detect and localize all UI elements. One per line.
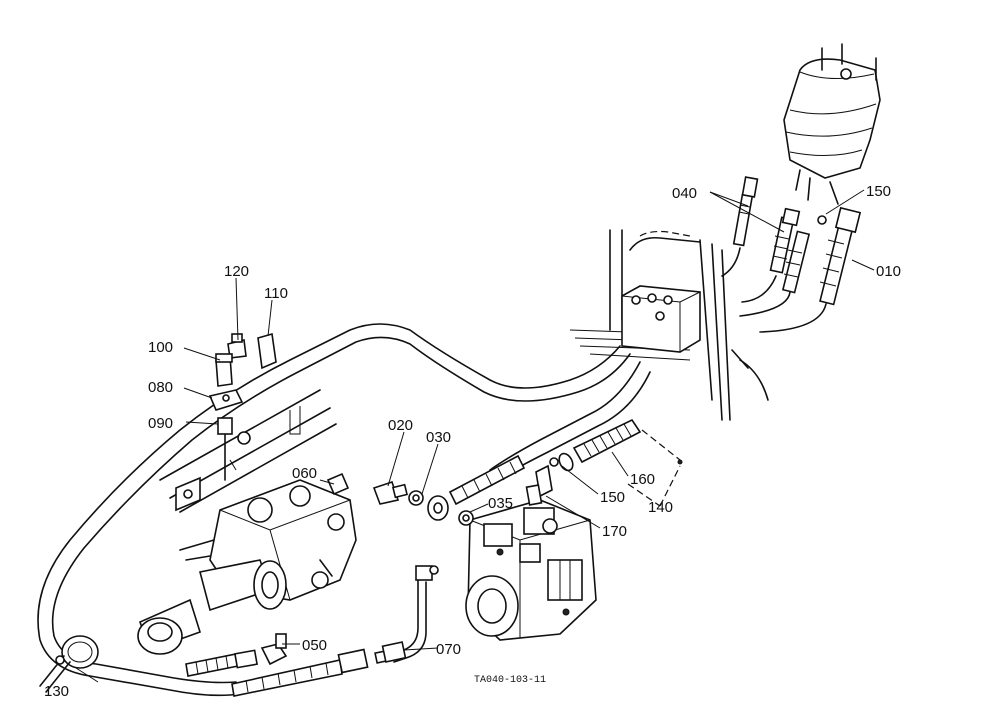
- hose-assembly-140: [525, 418, 683, 506]
- callout-050: 050: [302, 637, 327, 654]
- main-hydraulic-line: [37, 323, 651, 697]
- injection-pump: [465, 499, 597, 641]
- callout-080: 080: [148, 379, 173, 396]
- callout-150-upper: 150: [866, 183, 891, 200]
- steering-cylinder-assembly: [137, 479, 357, 655]
- callout-170: 170: [602, 523, 627, 540]
- bracket-rail: [159, 389, 337, 513]
- callout-110: 110: [264, 285, 288, 302]
- callout-100: 100: [148, 339, 173, 356]
- lower-hoses: [185, 565, 439, 697]
- clamp-130: [39, 635, 99, 693]
- callout-035: 035: [488, 495, 513, 512]
- hydraulic-filter-unit: [783, 43, 881, 205]
- callout-020: 020: [388, 417, 413, 434]
- control-valve-block: [621, 285, 701, 353]
- callout-120: 120: [224, 263, 249, 280]
- callout-150-lower: 150: [600, 489, 625, 506]
- callout-labels: 010 020 030 035 040 050 060 070 080 090 …: [44, 183, 901, 700]
- callout-040: 040: [672, 185, 697, 202]
- callout-160: 160: [630, 471, 655, 488]
- callout-070: 070: [436, 641, 461, 658]
- fuel-hose-assembly: [372, 454, 526, 526]
- drawing-code: TA040-103-11: [474, 675, 546, 686]
- callout-090: 090: [148, 415, 173, 432]
- callout-140: 140: [648, 499, 673, 516]
- callout-010: 010: [876, 263, 901, 280]
- frame-structure: [569, 229, 769, 421]
- callout-130: 130: [44, 683, 69, 700]
- leader-lines: [75, 189, 875, 683]
- top-left-fittings: [208, 332, 350, 496]
- callout-060: 060: [292, 465, 317, 482]
- filter-hoses: [721, 176, 862, 333]
- callout-030: 030: [426, 429, 451, 446]
